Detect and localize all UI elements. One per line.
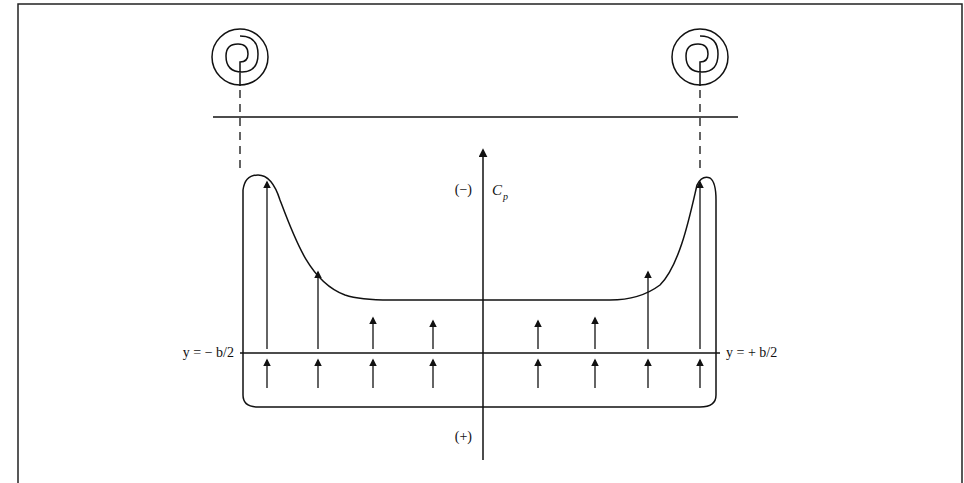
cp-curve — [243, 175, 716, 407]
wing-and-vortices — [212, 29, 738, 117]
projection-lines — [240, 90, 700, 172]
axis-sign: (−) — [453, 182, 474, 198]
frame — [18, 4, 962, 483]
axes — [240, 150, 720, 460]
axis-symbol: C — [490, 182, 504, 199]
span-position: y = + b/2 — [724, 345, 779, 361]
pressure-arrows — [267, 182, 700, 388]
axis-sign: (+) — [453, 429, 474, 445]
axis-subscript: p — [501, 191, 510, 203]
span-position: y = − b/2 — [181, 345, 236, 361]
